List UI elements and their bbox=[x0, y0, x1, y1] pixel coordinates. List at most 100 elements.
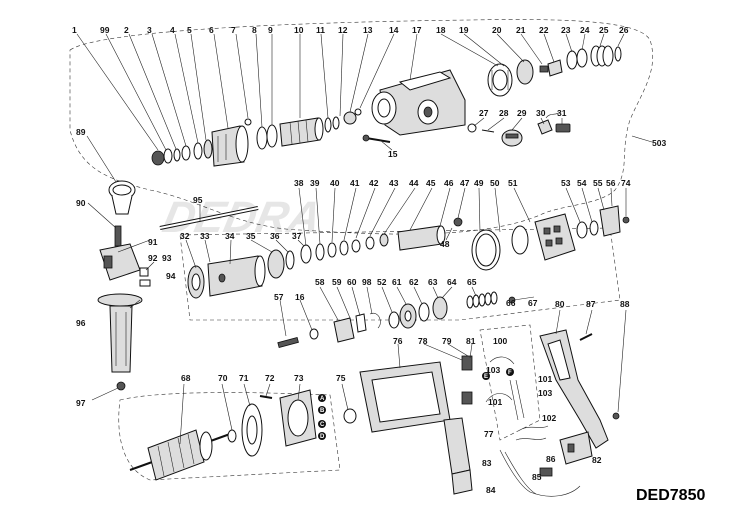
part-callout: 99 bbox=[100, 25, 110, 35]
part-callout: 66 bbox=[506, 298, 516, 308]
part-callout: 64 bbox=[447, 277, 457, 287]
part-callout: 51 bbox=[508, 178, 518, 188]
part-callout: 73 bbox=[294, 373, 304, 383]
part-callout: 12 bbox=[338, 25, 348, 35]
screw-72 bbox=[259, 395, 273, 399]
part-callout: 76 bbox=[393, 336, 403, 346]
side-handle-clamp bbox=[108, 180, 136, 215]
part-callout: 71 bbox=[239, 373, 249, 383]
part-callout: 40 bbox=[330, 178, 340, 188]
part-callout: 16 bbox=[295, 292, 305, 302]
part-callout: 61 bbox=[392, 277, 402, 287]
needle-bearing bbox=[487, 63, 513, 97]
part-callout: 98 bbox=[362, 277, 372, 287]
part-callout: 75 bbox=[336, 373, 346, 383]
part-callout: 85 bbox=[532, 472, 542, 482]
part-callout: 101 bbox=[488, 397, 502, 407]
piston-shaft bbox=[397, 217, 463, 251]
part-callout: 29 bbox=[517, 108, 527, 118]
rear-handle bbox=[539, 329, 609, 449]
brush-holder bbox=[555, 123, 571, 133]
part-callout: 38 bbox=[294, 178, 304, 188]
part-callout: 101 bbox=[538, 374, 552, 384]
part-callout: 46 bbox=[444, 178, 454, 188]
part-callout: 53 bbox=[561, 178, 571, 188]
spring-65 bbox=[466, 291, 498, 309]
svg-text:B: B bbox=[320, 408, 325, 414]
part-callout: 59 bbox=[332, 277, 342, 287]
svg-text:E: E bbox=[484, 374, 488, 380]
fan-baffle-71 bbox=[241, 403, 263, 457]
gear-61 bbox=[399, 303, 417, 329]
part-callout: 79 bbox=[442, 336, 452, 346]
part-callout: 97 bbox=[76, 398, 86, 408]
part-callout: 54 bbox=[577, 178, 587, 188]
power-cord bbox=[499, 449, 581, 497]
part-callout: 30 bbox=[536, 108, 546, 118]
part-callout: 13 bbox=[363, 25, 373, 35]
part-callout: 103 bbox=[486, 365, 500, 375]
shaft-57 bbox=[277, 328, 319, 348]
part-callout: 34 bbox=[225, 231, 235, 241]
part-callout: 63 bbox=[428, 277, 438, 287]
part-callout: 35 bbox=[246, 231, 256, 241]
part-callout: 33 bbox=[200, 231, 210, 241]
part-callout: 58 bbox=[315, 277, 325, 287]
part-callout: 78 bbox=[418, 336, 428, 346]
part-callout: 74 bbox=[621, 178, 631, 188]
stator bbox=[279, 389, 317, 447]
armature-bearing-51 bbox=[511, 213, 576, 261]
part-callout: 37 bbox=[292, 231, 302, 241]
part-callout: 82 bbox=[592, 455, 602, 465]
gear-housing bbox=[371, 69, 466, 136]
trigger-switch bbox=[559, 431, 593, 465]
motor-housing bbox=[359, 361, 473, 495]
part-callout: 68 bbox=[181, 373, 191, 383]
part-callout: 14 bbox=[389, 25, 399, 35]
part-callout: 83 bbox=[482, 458, 492, 468]
part-callout: 8 bbox=[252, 25, 257, 35]
part-callout: 32 bbox=[180, 231, 190, 241]
part-callout: 5 bbox=[187, 25, 192, 35]
svg-text:A: A bbox=[320, 396, 325, 402]
bearing-70 bbox=[227, 429, 237, 443]
part-callout: 60 bbox=[347, 277, 357, 287]
part-callout: 19 bbox=[459, 25, 469, 35]
part-callout: 57 bbox=[274, 292, 284, 302]
mode-selector-knob bbox=[501, 129, 523, 147]
part-callout: 103 bbox=[538, 388, 552, 398]
part-callout: 100 bbox=[493, 336, 507, 346]
part-callout: 92 bbox=[148, 253, 158, 263]
wire-marker-d: D bbox=[318, 432, 326, 440]
part-callout: 102 bbox=[542, 413, 556, 423]
part-callout: 47 bbox=[460, 178, 470, 188]
part-callout: 1 bbox=[72, 25, 77, 35]
part-callout: 77 bbox=[484, 429, 494, 439]
spring-98 bbox=[369, 312, 381, 329]
part-callout: 88 bbox=[620, 299, 630, 309]
ring-13 bbox=[343, 111, 357, 125]
cord-clamp-85 bbox=[539, 467, 553, 477]
part-callout: 28 bbox=[499, 108, 509, 118]
part-callout: 44 bbox=[409, 178, 419, 188]
part-callout: 72 bbox=[265, 373, 275, 383]
part-callout: 65 bbox=[467, 277, 477, 287]
gear-64 bbox=[432, 296, 448, 320]
cylinder-34 bbox=[207, 255, 266, 297]
part-callout: 41 bbox=[350, 178, 360, 188]
part-callout: 67 bbox=[528, 298, 538, 308]
part-callout: 81 bbox=[466, 336, 476, 346]
screw-15 bbox=[362, 134, 391, 143]
part-callout: 50 bbox=[490, 178, 500, 188]
part-callout: 31 bbox=[557, 108, 567, 118]
part-callout: 21 bbox=[516, 25, 526, 35]
part-callout: 36 bbox=[270, 231, 280, 241]
watermark: DEDRA bbox=[159, 193, 326, 241]
part-callout: 49 bbox=[474, 178, 484, 188]
spring-25 bbox=[590, 45, 614, 67]
chuck-nose-part bbox=[151, 139, 213, 166]
wire-marker-c: C bbox=[318, 420, 326, 428]
wire-marker-b: B bbox=[318, 406, 326, 414]
